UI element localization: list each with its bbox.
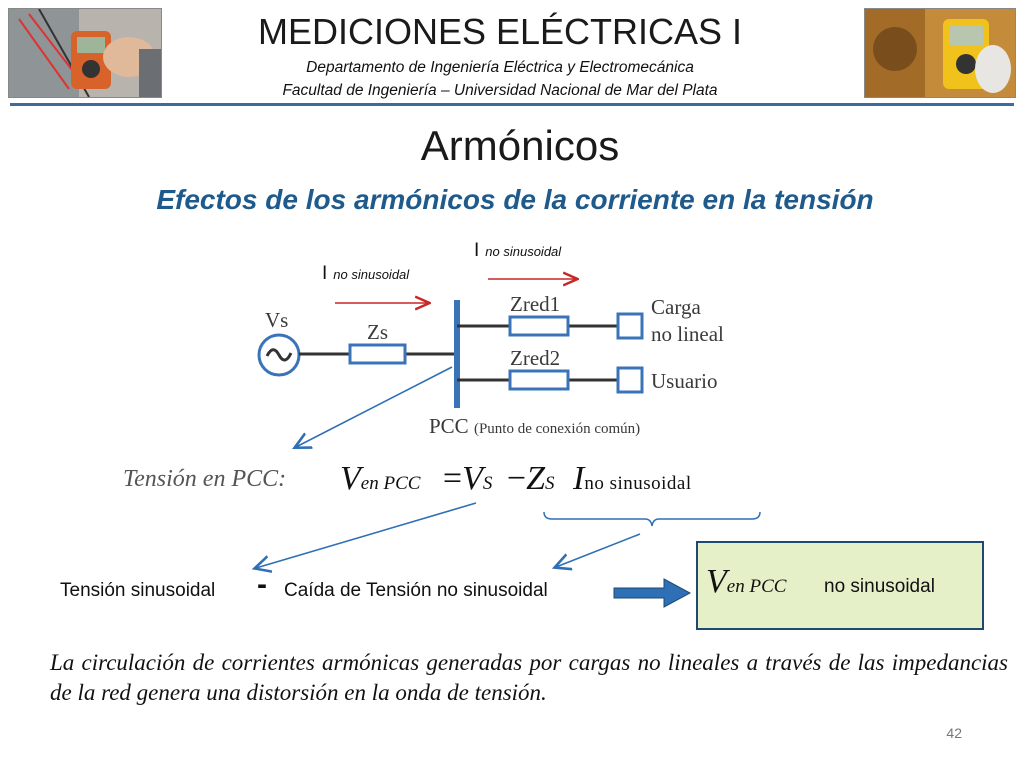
drop-pointer-arrow (556, 533, 641, 567)
pcc-label: PCC (Punto de conexión común) (429, 414, 641, 438)
brace (543, 511, 761, 527)
minus-sign: - (257, 568, 267, 601)
load1-box (616, 312, 644, 340)
page-number: 42 (946, 725, 962, 741)
result-text: no sinusoidal (824, 576, 935, 597)
load1-label-line1: Carga (651, 295, 701, 319)
result-voltage: Ven PCC (706, 563, 787, 600)
load2-box (616, 366, 644, 394)
result-arrow-icon (613, 578, 692, 608)
pcc-voltage-equation: Ven PCC =VS −ZS Ino sinusoidal (340, 460, 692, 497)
sine-pointer-arrow (256, 502, 477, 568)
source-label: Vs (265, 308, 289, 332)
pcc-pointer-arrow (296, 366, 453, 447)
multimeter-photo-left (8, 8, 162, 98)
zred2-resistor (508, 369, 570, 391)
slide-subtitle: Efectos de los armónicos de la corriente… (156, 184, 874, 215)
voltage-drop-text: Caída de Tensión no sinusoidal (284, 580, 548, 601)
sine-wave-icon (265, 348, 293, 362)
sine-voltage-text: Tensión sinusoidal (60, 580, 216, 601)
zred1-resistor (508, 315, 570, 337)
explanation-paragraph: La circulación de corrientes armónicas g… (50, 650, 1008, 705)
zred2-label: Zred2 (510, 346, 561, 370)
result-box (696, 541, 984, 630)
faculty-line: Facultad de Ingeniería – Universidad Nac… (282, 82, 718, 99)
course-title: MEDICIONES ELÉCTRICAS I (257, 11, 743, 52)
load1-label-line2: no lineal (651, 322, 724, 346)
equation-label: Tensión en PCC: (123, 466, 287, 492)
zs-resistor (348, 343, 407, 365)
zs-label: Zs (367, 320, 388, 344)
zred1-label: Zred1 (510, 292, 561, 316)
slide-title: Armónicos (420, 122, 620, 169)
multimeter-photo-right (864, 8, 1016, 98)
header-rule (10, 103, 1014, 106)
load2-label: Usuario (651, 369, 718, 393)
department-line: Departamento de Ingeniería Eléctrica y E… (306, 59, 694, 76)
